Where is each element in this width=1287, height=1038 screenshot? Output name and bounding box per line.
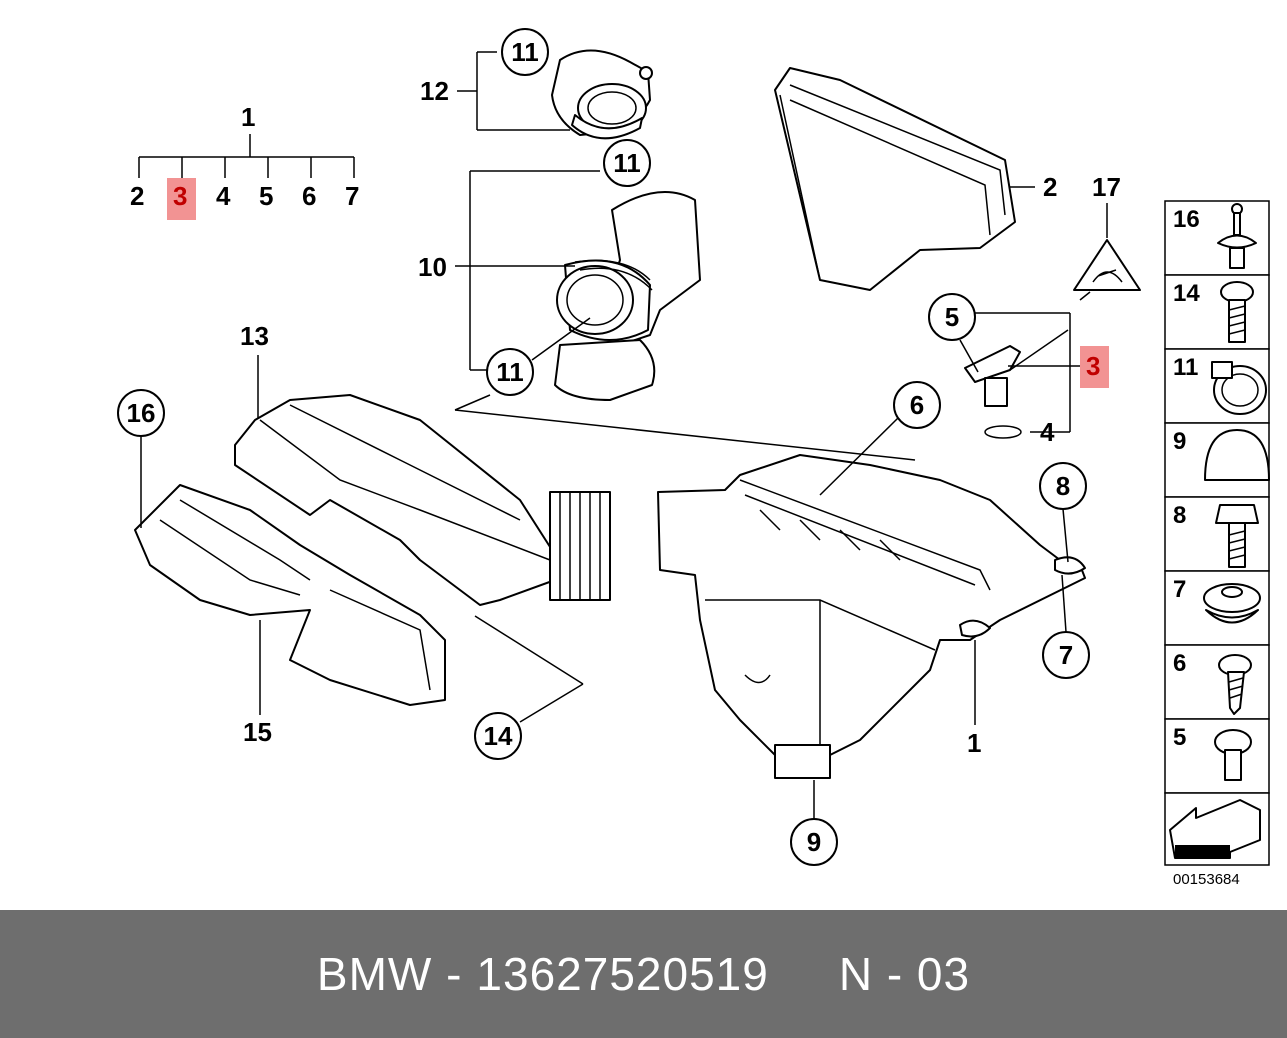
cap-icon <box>1204 429 1270 481</box>
sidebar-label: 8 <box>1173 502 1186 529</box>
intake-hose-lower <box>554 191 701 401</box>
group-item-label: 6 <box>302 181 316 211</box>
callout-label: 14 <box>484 721 513 751</box>
air-scoop <box>134 484 446 706</box>
sidebar-label: 16 <box>1173 206 1200 233</box>
intake-hose-upper <box>551 49 653 140</box>
parts-diagram: 1 2 3 4 5 6 7 11 12 <box>117 28 1270 888</box>
group-item-label: 7 <box>345 181 359 211</box>
group-item-label: 5 <box>259 181 273 211</box>
callout-label: 6 <box>910 390 924 420</box>
footer-bar: BMW - 13627520519 N - 03 <box>0 910 1287 1038</box>
callout-circle <box>474 712 522 760</box>
hose-clamp-icon <box>1211 361 1267 415</box>
group-item-label-highlighted: 3 <box>173 181 187 211</box>
screw-icon <box>1220 281 1254 343</box>
callout-circle <box>486 348 534 396</box>
sidebar-label: 14 <box>1173 280 1200 307</box>
part-label: 13 <box>240 321 269 351</box>
callout-label: 11 <box>496 357 524 387</box>
highlight-box <box>167 178 196 220</box>
document-number: 00153684 <box>1173 871 1240 888</box>
part-label: 10 <box>418 252 447 282</box>
tapping-screw-icon <box>1218 654 1252 715</box>
part-label: 15 <box>243 717 272 747</box>
direction-arrow-icon <box>1169 799 1261 859</box>
callout-label: 11 <box>511 37 539 67</box>
callout-circle <box>893 381 941 429</box>
callout-circle <box>603 139 651 187</box>
group-item-label: 4 <box>216 181 231 211</box>
callout-circle <box>501 28 549 76</box>
warning-triangle-icon <box>1073 239 1141 291</box>
air-mass-sensor <box>964 345 1022 439</box>
intake-duct <box>234 394 611 606</box>
footer-brand: BMW - <box>316 948 463 1000</box>
footer-part-number: 13627520519 <box>476 948 769 1000</box>
filter-housing <box>657 454 1086 779</box>
part-label: 17 <box>1092 172 1121 202</box>
callout-label: 8 <box>1056 471 1070 501</box>
highlight-box <box>1080 346 1109 388</box>
part-label: 12 <box>420 76 449 106</box>
fastener-sidebar: 16 14 11 9 8 7 6 5 <box>1164 200 1270 866</box>
part-label: 2 <box>1043 172 1057 202</box>
hex-bolt-icon <box>1215 504 1259 568</box>
part-label-highlighted: 3 <box>1086 351 1100 381</box>
group-tree: 1 2 3 4 5 6 7 <box>130 102 359 220</box>
footer-page-ref: N - 03 <box>838 948 971 1000</box>
sidebar-label: 9 <box>1173 428 1186 455</box>
grommet-icon <box>1203 583 1261 624</box>
sidebar-label: 6 <box>1173 650 1186 677</box>
sidebar-label: 11 <box>1173 354 1198 381</box>
group-item-label: 2 <box>130 181 144 211</box>
callout-circle <box>928 293 976 341</box>
callout-label: 11 <box>613 148 641 178</box>
sidebar-label: 7 <box>1173 576 1186 603</box>
filter-element <box>774 67 1016 291</box>
callout-label: 5 <box>945 302 959 332</box>
sidebar-label: 5 <box>1173 724 1186 751</box>
callout-label: 16 <box>127 398 156 428</box>
callout-label: 9 <box>807 827 821 857</box>
group-title-label: 1 <box>241 102 255 132</box>
part-label: 1 <box>967 728 981 758</box>
callout-label: 7 <box>1059 640 1073 670</box>
expansion-rivet-icon <box>1217 203 1257 269</box>
torx-screw-icon <box>1214 729 1252 781</box>
part-label: 4 <box>1040 417 1055 447</box>
